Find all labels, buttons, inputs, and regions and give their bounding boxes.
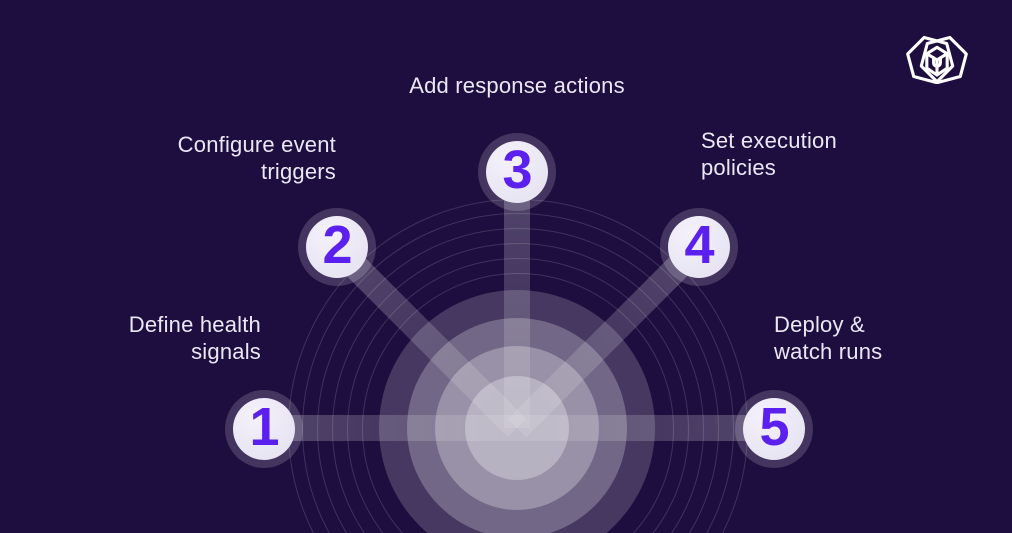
cube-heart-logo-icon	[906, 35, 968, 85]
step-node-2: 2	[298, 208, 376, 286]
step-label-3: Add response actions	[409, 72, 625, 99]
step-label-2-line-2: triggers	[261, 159, 336, 184]
step-number-5: 5	[759, 397, 789, 457]
step-label-4: Set execution policies	[701, 127, 837, 181]
step-circle-1: 1	[233, 398, 295, 460]
step-label-5: Deploy & watch runs	[774, 311, 882, 365]
step-node-5: 5	[735, 390, 813, 468]
step-label-4-line-1: Set execution	[701, 128, 837, 153]
step-circle-4: 4	[668, 216, 730, 278]
step-label-1: Define health signals	[129, 311, 261, 365]
step-label-2-line-1: Configure event	[177, 132, 336, 157]
step-number-2: 2	[322, 215, 352, 275]
step-number-1: 1	[249, 397, 279, 457]
step-label-1-line-1: Define health	[128, 312, 261, 337]
step-node-4: 4	[660, 208, 738, 286]
step-number-3: 3	[502, 140, 532, 200]
step-label-2: Configure event triggers	[178, 131, 336, 185]
step-node-3: 3	[478, 133, 556, 211]
step-number-4: 4	[684, 215, 714, 275]
step-label-3-line-1: Add response actions	[409, 73, 625, 98]
step-circle-5: 5	[743, 398, 805, 460]
step-label-5-line-2: watch runs	[774, 339, 883, 364]
step-circle-3: 3	[486, 141, 548, 203]
step-circle-2: 2	[306, 216, 368, 278]
step-label-1-line-2: signals	[191, 339, 261, 364]
step-node-1: 1	[225, 390, 303, 468]
step-label-5-line-1: Deploy &	[774, 312, 865, 337]
step-label-4-line-2: policies	[701, 155, 776, 180]
